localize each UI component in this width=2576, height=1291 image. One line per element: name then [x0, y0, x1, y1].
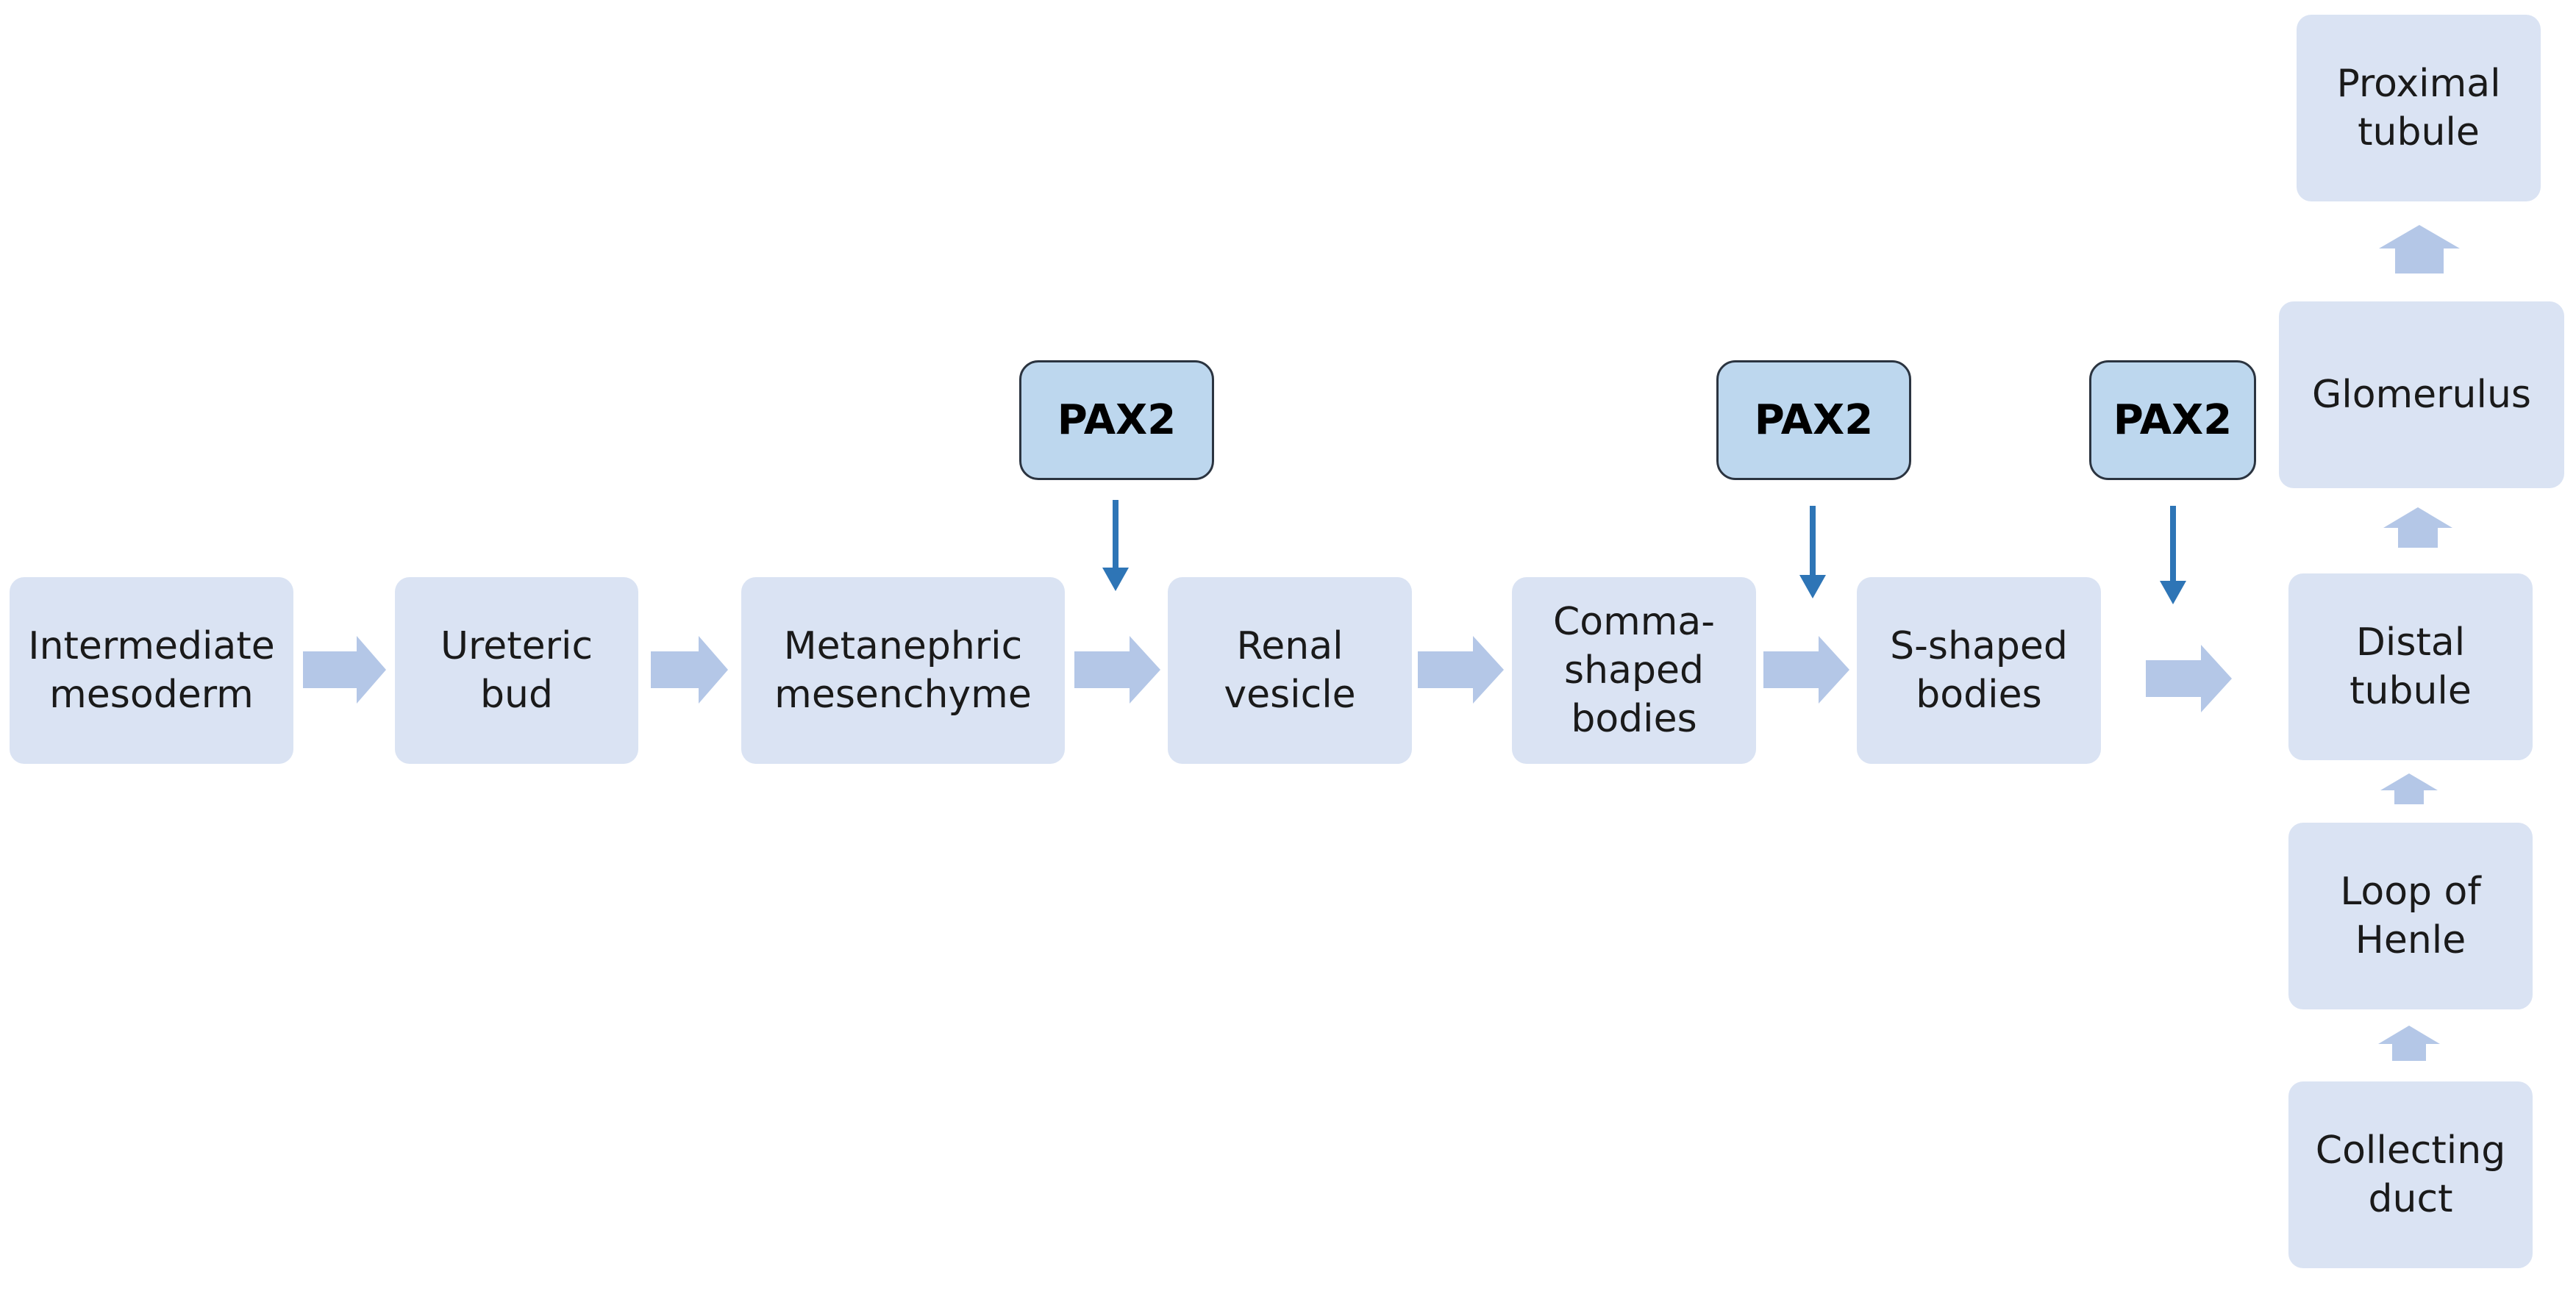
node-s-shaped-bodies-line-1: S-shaped [1890, 624, 2068, 668]
marker-arrows [1102, 500, 2186, 604]
flow-arrow-sshaped-to-distal [2146, 645, 2232, 712]
pax2-marker-1: PAX2 [1019, 360, 1214, 480]
node-renal-vesicle-line-1: Renal [1236, 624, 1344, 668]
flow-arrow-bud-to-mesenchyme [651, 636, 728, 704]
node-distal-tubule: Distal tubule [2288, 573, 2533, 760]
node-glomerulus-line-1: Glomerulus [2311, 373, 2532, 417]
node-s-shaped-bodies: S-shaped bodies [1857, 577, 2101, 764]
node-metanephric-mesenchyme-line-2: mesenchyme [774, 673, 1032, 717]
node-intermediate-mesoderm-line-1: Intermediate [28, 624, 275, 668]
node-proximal-tubule: Proximal tubule [2297, 15, 2541, 201]
pax2-marker-3: PAX2 [2089, 360, 2256, 480]
node-comma-shaped-bodies-line-2: shaped [1564, 648, 1704, 693]
flow-arrow-mesenchyme-to-vesicle [1074, 636, 1160, 704]
node-loop-of-henle-line-1: Loop of [2340, 870, 2481, 914]
flow-arrow-mesoderm-to-bud [303, 636, 386, 704]
flow-arrow-loop-to-distal [2380, 773, 2438, 804]
pax2-marker-2-label: PAX2 [1754, 396, 1874, 444]
pax2-arrow-head-3 [2160, 581, 2186, 604]
node-intermediate-mesoderm-line-2: mesoderm [49, 673, 254, 717]
flow-arrow-glomerulus-to-proximal [2379, 225, 2460, 273]
node-proximal-tubule-line-2: tubule [2358, 110, 2480, 154]
node-metanephric-mesenchyme-line-1: Metanephric [783, 624, 1023, 668]
node-collecting-duct-line-2: duct [2368, 1177, 2453, 1221]
node-loop-of-henle: Loop of Henle [2288, 823, 2533, 1009]
node-collecting-duct: Collecting duct [2288, 1081, 2533, 1268]
flow-arrow-comma-to-sshaped [1763, 636, 1849, 704]
node-ureteric-bud-line-2: bud [480, 673, 553, 717]
node-proximal-tubule-line-1: Proximal [2336, 62, 2501, 106]
node-metanephric-mesenchyme: Metanephric mesenchyme [741, 577, 1065, 764]
pax2-marker-3-label: PAX2 [2113, 396, 2233, 444]
node-comma-shaped-bodies-line-1: Comma- [1552, 600, 1716, 644]
node-comma-shaped-bodies-line-3: bodies [1571, 697, 1697, 741]
node-comma-shaped-bodies: Comma- shaped bodies [1512, 577, 1756, 764]
pax2-marker-1-label: PAX2 [1057, 396, 1177, 444]
node-renal-vesicle-line-2: vesicle [1224, 673, 1356, 717]
node-distal-tubule-line-1: Distal [2355, 621, 2466, 665]
flow-arrow-duct-to-loop [2378, 1026, 2440, 1061]
flow-arrows-vertical [2378, 225, 2460, 1061]
node-s-shaped-bodies-line-2: bodies [1916, 673, 2042, 717]
flow-arrow-vesicle-to-comma [1418, 636, 1504, 704]
pax2-marker-2: PAX2 [1716, 360, 1911, 480]
pax2-arrow-head-1 [1102, 568, 1129, 591]
node-renal-vesicle: Renal vesicle [1168, 577, 1412, 764]
node-glomerulus: Glomerulus [2279, 301, 2564, 488]
node-intermediate-mesoderm: Intermediate mesoderm [10, 577, 293, 764]
node-loop-of-henle-line-2: Henle [2355, 918, 2466, 962]
node-distal-tubule-line-2: tubule [2350, 669, 2472, 713]
flow-arrow-distal-to-glomerulus [2383, 507, 2452, 548]
node-ureteric-bud: Ureteric bud [395, 577, 638, 764]
node-collecting-duct-line-1: Collecting [2315, 1129, 2506, 1173]
node-ureteric-bud-line-1: Ureteric [440, 624, 593, 668]
flow-arrows-horizontal [303, 636, 2232, 712]
pax2-arrow-head-2 [1799, 575, 1826, 598]
